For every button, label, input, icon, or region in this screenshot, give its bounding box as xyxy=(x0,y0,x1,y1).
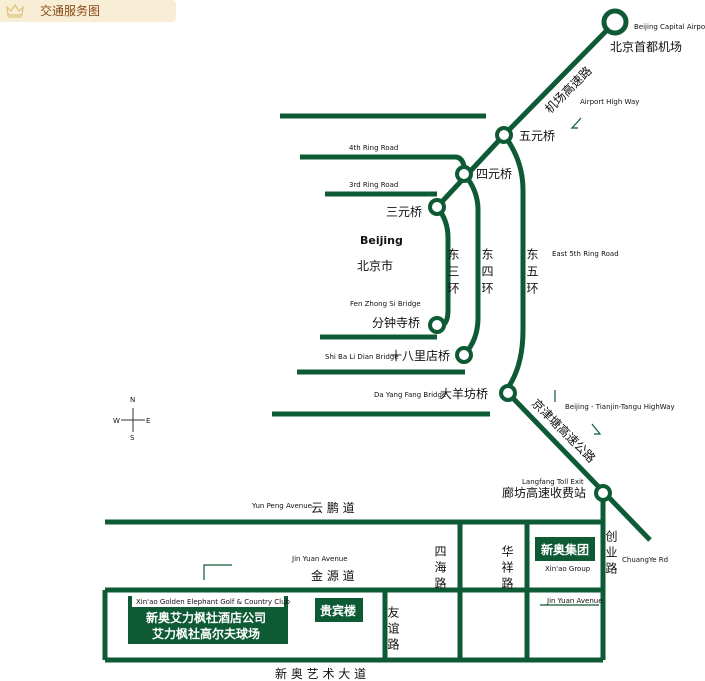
xinao-art-label: 新 奥 艺 术 大 道 xyxy=(275,666,366,681)
city-label-cn: 北京市 xyxy=(357,258,393,273)
airport-label-en: Beijing Capital Airport xyxy=(634,23,705,31)
header-bar: 交通服务图 xyxy=(0,0,176,22)
airport-node xyxy=(601,8,629,36)
east-4th-ring xyxy=(462,172,481,357)
wuyuan-node xyxy=(495,126,513,144)
compass-south: S xyxy=(130,434,135,442)
yunpeng-label-cn: 云 鹏 道 xyxy=(311,501,355,515)
airport-direction-arrow-icon xyxy=(570,117,582,129)
golf-club-label-cn-2: 艾力枫社高尔夫球场 xyxy=(152,626,260,641)
guibin-label: 贵宾楼 xyxy=(320,603,356,618)
city-label-en: Beijing xyxy=(360,234,403,247)
east-5th-ring xyxy=(501,133,526,395)
jinyuan-direction-arrow-icon xyxy=(203,564,232,580)
east3-label: 东三环 xyxy=(446,248,460,299)
svg-text:东五环: 东五环 xyxy=(525,248,539,299)
ring4-label: 4th Ring Road xyxy=(349,144,398,152)
dayangfang-label-en: Da Yang Fang Bridge xyxy=(374,391,446,399)
jingjintang-direction-arrow-icon xyxy=(591,423,602,435)
svg-text:东四环: 东四环 xyxy=(480,248,494,299)
page-title: 交通服务图 xyxy=(40,4,101,18)
crown-icon xyxy=(6,3,24,18)
jinyuan-label-en: Jin Yuan Avenue xyxy=(291,555,348,563)
youyi-label: 友谊路 xyxy=(386,606,400,654)
wuyuan-label: 五元桥 xyxy=(519,129,555,143)
jingjintang-label-en: Beijing - Tianjin-Tangu HighWay xyxy=(565,403,675,411)
shibali-label-cn: 十八里店桥 xyxy=(390,349,450,363)
ring-road-4th xyxy=(300,154,467,167)
compass-north: N xyxy=(130,396,135,404)
fenzhongsi-label-en: Fen Zhong Si Bridge xyxy=(350,300,421,308)
yunpeng-label-en: Yun Peng Avenue xyxy=(251,502,312,510)
xinao-group-label-en: Xin'ao Group xyxy=(545,565,591,573)
jinyuan2-label-en: Jin Yuan Avenue xyxy=(546,597,603,605)
svg-text:东三环: 东三环 xyxy=(446,248,460,299)
toll-label-cn: 廊坊高速收费站 xyxy=(502,485,586,500)
shibali-node xyxy=(455,346,473,364)
compass-icon xyxy=(121,408,145,432)
compass-east: E xyxy=(146,417,150,425)
dayangfang-node xyxy=(499,384,517,402)
dayangfang-label-cn: 大羊坊桥 xyxy=(440,386,488,401)
east5-label-en: East 5th Ring Road xyxy=(552,250,619,258)
golf-club-label-cn-1: 新奥艾力枫社酒店公司 xyxy=(146,610,266,625)
airport-label-cn: 北京首都机场 xyxy=(610,40,682,54)
jinyuan-label-cn: 金 源 道 xyxy=(311,568,355,583)
siyuan-node xyxy=(455,165,473,183)
xinao-group-box xyxy=(535,537,595,561)
guibin-box xyxy=(315,598,363,622)
jingjintang-highway xyxy=(506,391,652,542)
toll-label-en: Langfang Toll Exit xyxy=(522,478,584,486)
sanyuan-label: 三元桥 xyxy=(386,205,422,219)
sihai-label: 四海路 xyxy=(433,545,447,593)
east5-label-cn: 东五环 xyxy=(525,248,539,299)
shibali-label-en: Shi Ba Li Dian Bridge xyxy=(325,353,399,361)
airport-expressway xyxy=(502,20,617,137)
airport-highway-label: Airport High Way xyxy=(580,98,639,106)
golf-club-en-strip xyxy=(132,596,284,607)
sanyuan-node xyxy=(428,198,446,216)
east4-label: 东四环 xyxy=(480,248,494,299)
huaxiang-label: 华祥路 xyxy=(500,545,514,593)
toll-node xyxy=(594,484,612,502)
fenzhongsi-node xyxy=(428,316,446,334)
compass-west: W xyxy=(113,417,120,425)
fenzhongsi-label-cn: 分钟寺桥 xyxy=(372,315,420,330)
chuangye-label-en: ChuangYe Rd xyxy=(622,556,668,564)
ring3-label: 3rd Ring Road xyxy=(349,181,398,189)
chuangye-label-cn: 创业路 xyxy=(604,530,618,578)
golf-club-label-en: Xin'ao Golden Elephant Golf & Country Cl… xyxy=(136,598,291,606)
xinao-group-label-cn: 新奥集团 xyxy=(541,542,589,557)
siyuan-label: 四元桥 xyxy=(476,167,512,181)
